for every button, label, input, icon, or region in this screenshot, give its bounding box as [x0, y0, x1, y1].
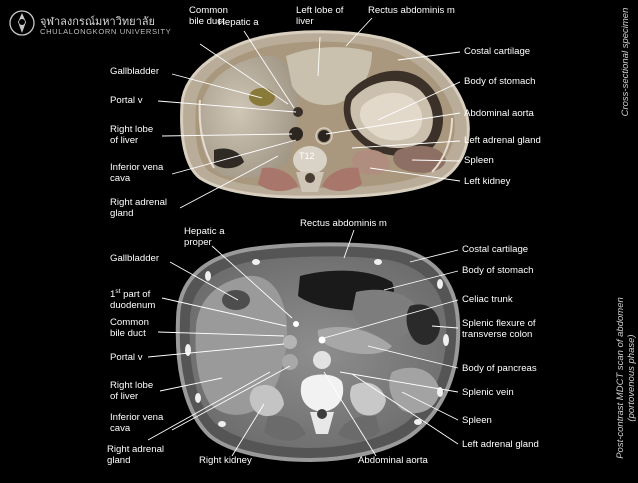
specimen-paraspinal-right — [322, 167, 362, 192]
label-ct-celiac-trunk: Celiac trunk — [462, 294, 513, 305]
specimen-gallbladder — [249, 88, 275, 106]
label-ct-costal-cartilage: Costal cartilage — [462, 244, 529, 255]
label-top-spleen: Spleen — [464, 155, 494, 166]
ct-spleen — [389, 367, 440, 414]
label-top-rectus-abdominis: Rectus abdominis m — [368, 5, 455, 16]
ct-muscle-left — [264, 415, 306, 441]
specimen-spleen — [393, 145, 446, 173]
label-ct-right-adrenal-gland: Right adrenal gland — [107, 444, 165, 466]
label-ct-abdominal-aorta: Abdominal aorta — [358, 455, 428, 466]
university-logo: จุฬาลงกรณ์มหาวิทยาลัย CHULALONGKORN UNIV… — [6, 8, 171, 42]
specimen-left-kidney — [351, 149, 390, 175]
specimen-left-lobe — [286, 47, 372, 106]
label-top-inferior-vena-cava: Inferior vena cava — [110, 162, 164, 184]
ct-stomach — [352, 289, 419, 338]
label-ct-splenic-flexure: Splenic flexure of transverse colon — [462, 318, 536, 340]
university-name-english: CHULALONGKORN UNIVERSITY — [40, 27, 172, 36]
label-ct-hepatic-a-proper: Hepatic a proper — [184, 226, 225, 248]
label-top-left-kidney: Left kidney — [464, 176, 511, 187]
leader-lines-bottom — [147, 229, 459, 457]
ct-spinal-process — [310, 412, 334, 434]
label-ct-common-bile-duct: Common bile duct — [110, 317, 149, 339]
specimen-spinal-canal — [305, 173, 315, 183]
label-top-right-adrenal-gland: Right adrenal gland — [110, 197, 168, 219]
ct-splenic-flexure — [406, 304, 440, 345]
ct-portal-v — [283, 335, 297, 349]
label-top-costal-cartilage: Costal cartilage — [464, 46, 531, 57]
specimen-liver — [199, 55, 298, 179]
side-title-specimen: Cross-sectional specimen — [620, 7, 631, 117]
specimen-portal-v — [293, 107, 303, 117]
label-ct-gallbladder: Gallbladder — [110, 253, 160, 264]
ct-ivc — [282, 354, 298, 370]
label-ct-duodenum-sup: st — [115, 288, 121, 295]
label-top-abdominal-aorta: Abdominal aorta — [464, 108, 534, 119]
label-top-hepatic-a: Hepatic a — [218, 17, 259, 28]
ct-spinal-canal — [317, 409, 327, 419]
label-ct-inferior-vena-cava: Inferior vena cava — [110, 412, 164, 434]
label-top-common-bile-duct: Common bile duct — [189, 5, 228, 27]
ct-scan — [175, 242, 461, 463]
label-ct-duodenum-number: 1 — [110, 289, 116, 301]
specimen-ivc — [289, 127, 303, 141]
specimen-stomach-lumen — [359, 92, 423, 141]
ct-celiac — [318, 336, 326, 344]
chulalongkorn-seal-icon — [9, 10, 35, 36]
label-ct-duodenum-rest: part of duodenum — [110, 289, 156, 312]
specimen-vertebral-body — [293, 146, 327, 174]
ct-hepatic-a — [293, 321, 299, 327]
label-ct-duodenum: 1st part of duodenum — [110, 286, 155, 311]
label-ct-right-kidney: Right kidney — [199, 455, 252, 466]
vertebra-label: T12 — [299, 151, 315, 161]
label-top-left-lobe-liver: Left lobe of liver — [296, 5, 344, 27]
label-top-gallbladder: Gallbladder — [110, 66, 160, 77]
label-ct-left-adrenal-gland: Left adrenal gland — [462, 439, 539, 450]
label-ct-body-of-stomach: Body of stomach — [462, 265, 534, 276]
label-ct-portal-v: Portal v — [110, 352, 143, 363]
side-title-ct: Post-contrast MDCT scan of abdomen (port… — [615, 297, 637, 459]
label-top-right-lobe-liver: Right lobe of liver — [110, 124, 154, 146]
label-ct-right-lobe-liver: Right lobe of liver — [110, 380, 154, 402]
leader-lines-top — [157, 17, 461, 209]
label-ct-splenic-vein: Splenic vein — [462, 387, 514, 398]
label-ct-rectus-abdominis: Rectus abdominis m — [300, 218, 387, 229]
university-name-thai: จุฬาลงกรณ์มหาวิทยาลัย — [40, 16, 155, 28]
ct-right-kidney — [249, 384, 284, 417]
label-top-body-of-stomach: Body of stomach — [464, 76, 536, 87]
specimen-paraspinal-left — [258, 167, 298, 192]
ct-aorta — [313, 351, 331, 369]
specimen-aorta — [318, 130, 330, 142]
label-ct-spleen: Spleen — [462, 415, 492, 426]
label-ct-body-of-pancreas: Body of pancreas — [462, 363, 537, 374]
label-top-left-adrenal-gland: Left adrenal gland — [464, 135, 541, 146]
label-top-portal-v: Portal v — [110, 95, 143, 106]
specimen-aorta-ring — [315, 127, 333, 145]
ct-vertebra — [300, 374, 344, 412]
cross-section-specimen — [180, 30, 470, 199]
